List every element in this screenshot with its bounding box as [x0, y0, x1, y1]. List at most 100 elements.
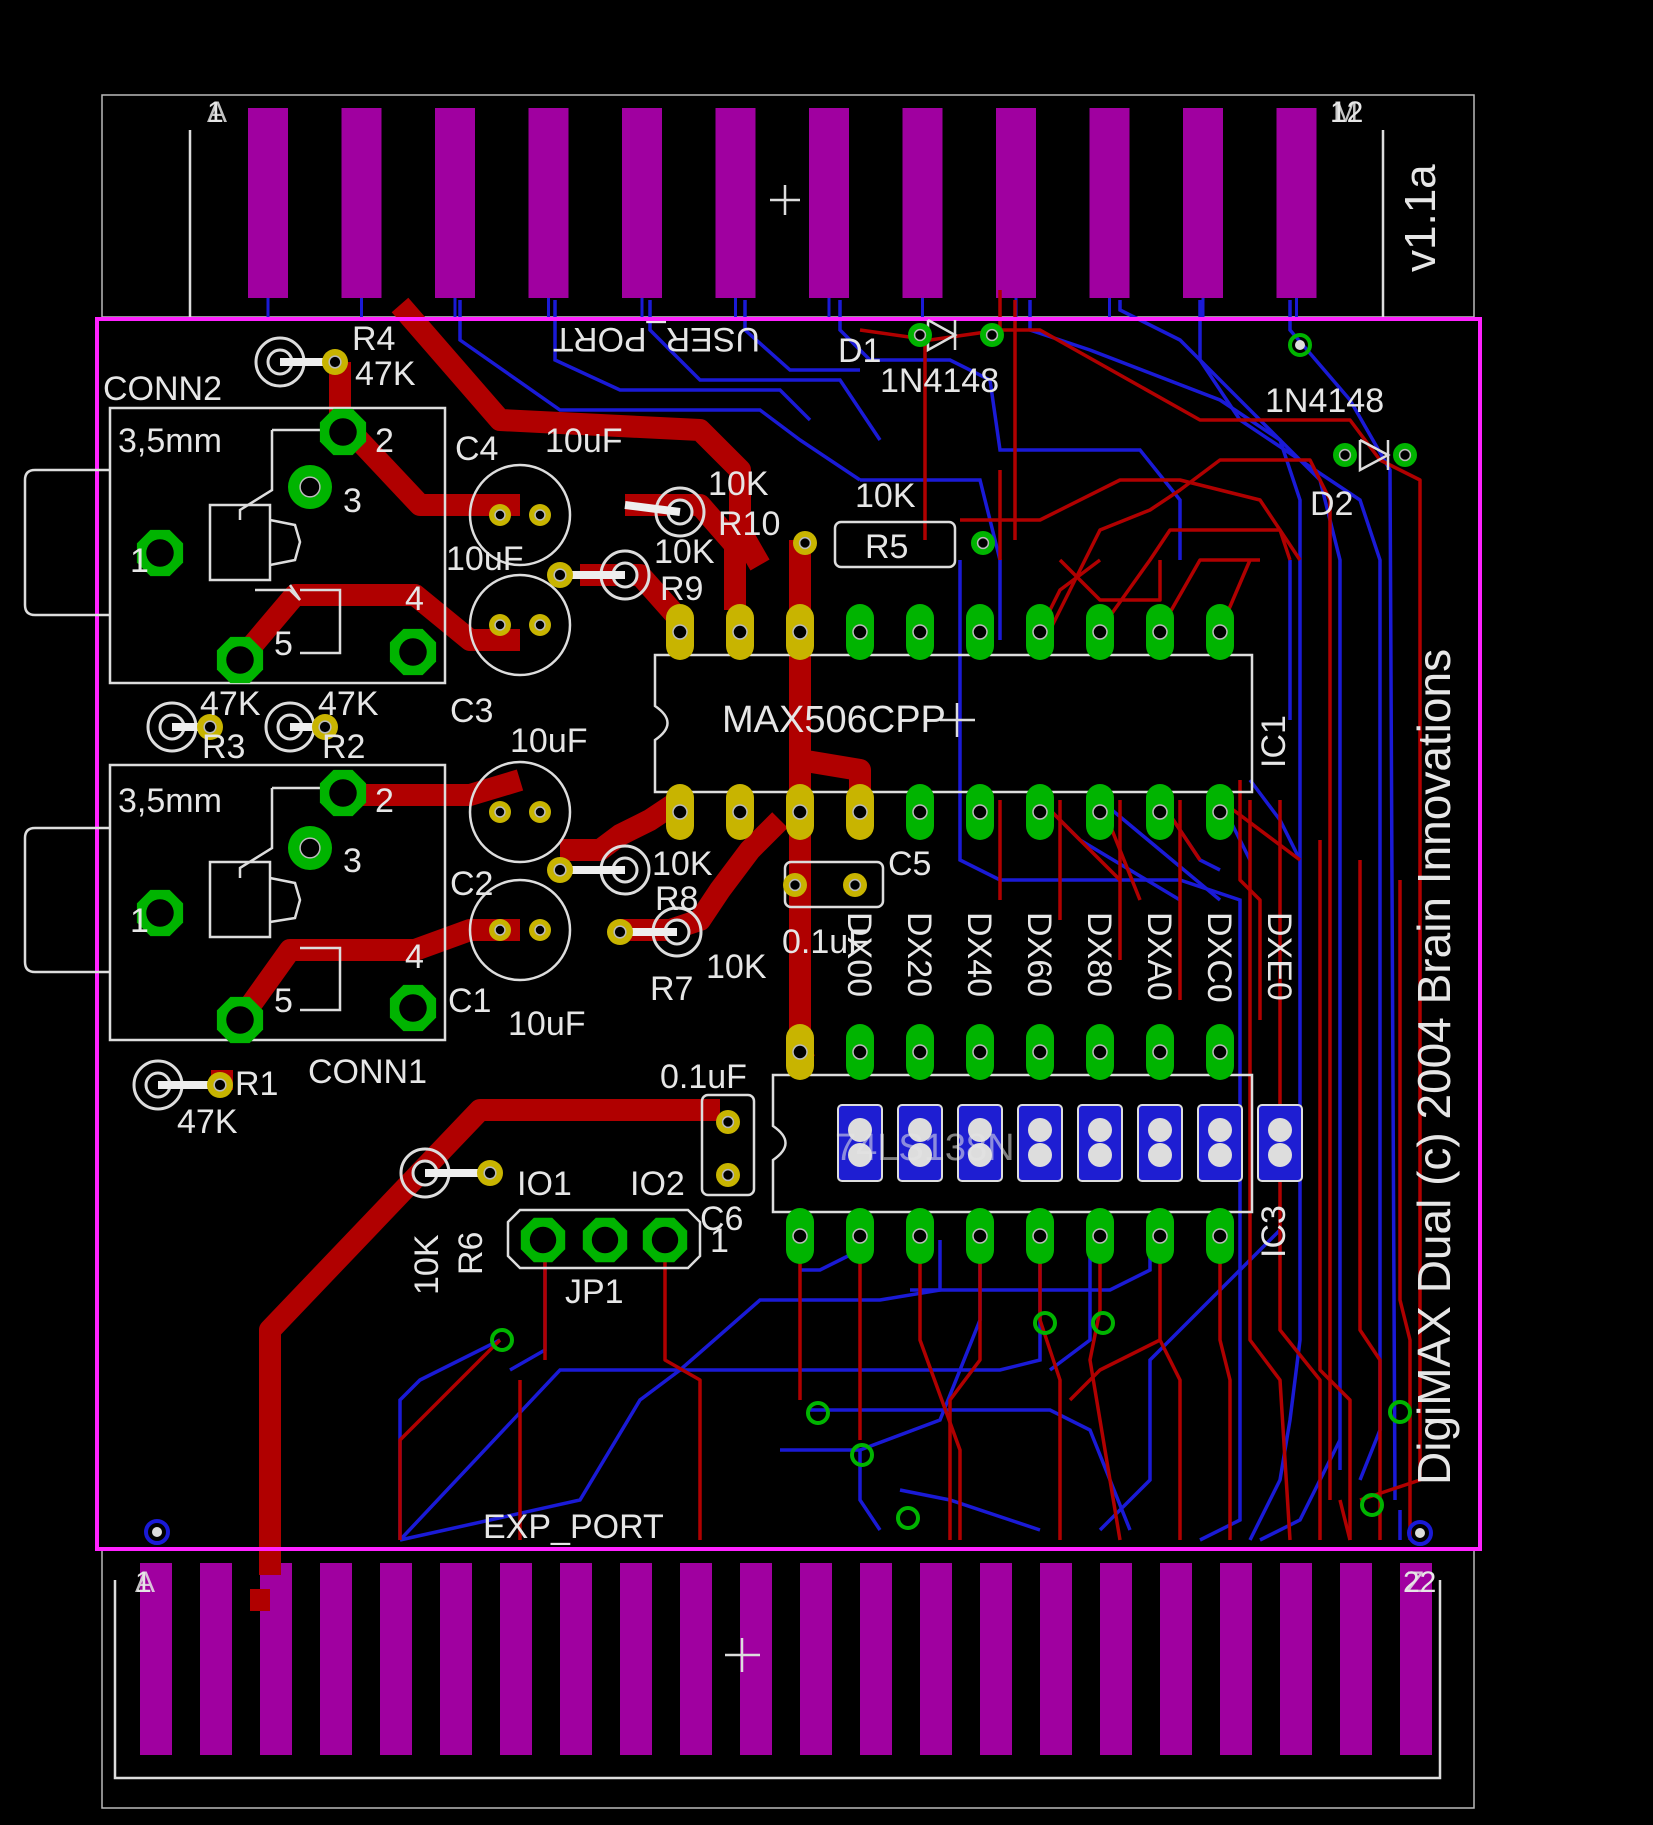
conn2-pin1-pad	[136, 529, 184, 577]
credit-label: DigiMAX Dual (c) 2004 Brain Innovations	[1408, 649, 1460, 1485]
c1-value: 10uF	[508, 1005, 586, 1043]
ic1-pin-bottom	[726, 784, 754, 840]
d1-value: 1N4148	[880, 362, 999, 400]
conn2-pin4-pad	[389, 628, 437, 676]
ic3-pin-bottom	[786, 1208, 814, 1264]
via	[1288, 333, 1312, 357]
ic1-pin-bottom	[1026, 784, 1054, 840]
user-port-finger	[1089, 108, 1130, 298]
r4-value: 47K	[355, 355, 416, 393]
cap-lead-pad	[529, 614, 551, 636]
r6-value: 10K	[408, 1234, 446, 1295]
resistor-lead-pad	[197, 714, 223, 740]
r5-ref: R5	[865, 528, 908, 566]
via	[806, 1401, 830, 1425]
dip-switch-pad	[897, 1104, 943, 1182]
exp-port-finger	[1220, 1563, 1252, 1755]
dip-label-3: DX60	[1020, 912, 1058, 997]
cap-lead-pad	[489, 919, 511, 941]
user-port-pin-last-label: 12	[1330, 96, 1363, 129]
exp-port-finger	[380, 1563, 412, 1755]
conn1-pin5-pad	[216, 996, 264, 1044]
r5-pad	[971, 531, 995, 555]
ic3-pin-top	[846, 1024, 874, 1080]
cap-lead-pad	[489, 504, 511, 526]
jp1-io1: IO1	[517, 1165, 572, 1203]
exp-port-pin-last-label: 22	[1403, 1566, 1436, 1599]
exp-port-finger	[1400, 1563, 1432, 1755]
user-port-finger	[902, 108, 943, 298]
ic1-pin-bottom	[1206, 784, 1234, 840]
ic1-value: MAX506CPP	[722, 699, 946, 741]
user-port-finger	[809, 108, 849, 298]
conn2-pin3-pad	[288, 465, 332, 509]
mounting-hole	[144, 1519, 170, 1545]
exp-port-finger	[1280, 1563, 1312, 1755]
exp-port-label: EXP_PORT	[483, 1508, 664, 1546]
conn2-pin5-pad	[216, 636, 264, 684]
r1-value: 47K	[177, 1103, 238, 1141]
ic1-pin-top	[1086, 604, 1114, 660]
cap-lead-pad	[783, 873, 807, 897]
user-port-finger	[1276, 108, 1317, 298]
r5-value: 10K	[855, 477, 916, 515]
c5-ref: C5	[888, 845, 931, 883]
resistor-lead-pad	[547, 562, 573, 588]
via	[896, 1506, 920, 1530]
via-hole	[1295, 340, 1305, 350]
d2-ref: D2	[1310, 485, 1353, 523]
user-port-label: USER_PORT	[553, 320, 760, 358]
c5-value: 0.1uF	[782, 923, 869, 961]
cap-lead-pad	[489, 614, 511, 636]
via	[1360, 1493, 1384, 1517]
dip-label-7: DXE0	[1260, 912, 1298, 1001]
conn1-pin-1: 1	[130, 902, 149, 940]
diode-pad	[908, 323, 932, 347]
ic1-pin-top	[906, 604, 934, 660]
exp-port-finger	[1040, 1563, 1072, 1755]
conn2-pin-1: 1	[130, 542, 149, 580]
conn2-pin2-pad	[319, 408, 367, 456]
exp-port-finger	[1340, 1563, 1372, 1755]
r3-value: 47K	[200, 685, 261, 723]
exp-port-finger	[620, 1563, 652, 1755]
ic3-pin-top	[1146, 1024, 1174, 1080]
c6-ref: C6	[700, 1200, 743, 1238]
conn2-pin-5: 5	[274, 625, 293, 663]
component-pads	[132, 323, 1433, 1546]
d2-value: 1N4148	[1265, 382, 1384, 420]
dip-label-4: DX80	[1080, 912, 1118, 997]
exp-port-finger	[920, 1563, 952, 1755]
r8-value: 10K	[652, 845, 713, 883]
user-port-finger	[715, 108, 756, 298]
exp-port-pin-last-alt-label: Z	[1406, 1566, 1424, 1599]
r10-ref: R10	[718, 505, 780, 543]
ic3-pin-bottom	[846, 1208, 874, 1264]
conn1-value: 3,5mm	[118, 782, 222, 820]
ic1-pin-top	[786, 604, 814, 660]
conn1-pin-4: 4	[405, 938, 424, 976]
jp1-pin1: 1	[710, 1222, 729, 1260]
cap-lead-pad	[529, 504, 551, 526]
ic3-pin-top	[1206, 1024, 1234, 1080]
cap-lead-pad	[489, 801, 511, 823]
c2-ref: C2	[450, 865, 493, 903]
user-port-finger	[248, 108, 288, 298]
exp-port-pin-first-label: 1	[135, 1566, 152, 1599]
cap-lead-pad	[716, 1163, 740, 1187]
exp-port-finger	[800, 1563, 832, 1755]
user-port-fingers	[248, 108, 1317, 318]
dip-switch-pad	[837, 1104, 883, 1182]
cap-lead-pad	[529, 801, 551, 823]
ic1-pin-bottom	[846, 784, 874, 840]
ic3-pin-top	[966, 1024, 994, 1080]
dip-switch-pad	[1017, 1104, 1063, 1182]
r2-ref: R2	[322, 728, 365, 766]
d1-ref: D1	[838, 332, 881, 370]
ic3-pin-top	[1026, 1024, 1054, 1080]
exp-port-finger	[1160, 1563, 1192, 1755]
conn1-pin1-pad	[136, 889, 184, 937]
ic3-pin-top	[906, 1024, 934, 1080]
ic3-ref: IC3	[1255, 1205, 1293, 1258]
